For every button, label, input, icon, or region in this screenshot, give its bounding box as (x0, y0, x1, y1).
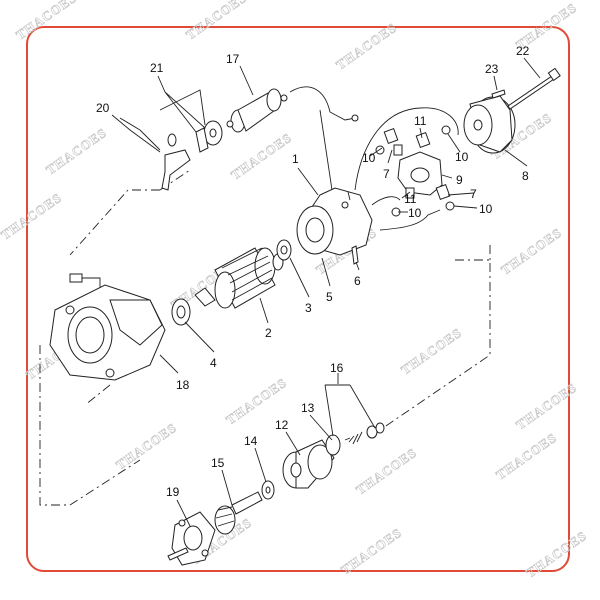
watermark: THACOES (43, 125, 109, 178)
part-label-10: 10 (455, 150, 469, 164)
watermark: THACOES (113, 420, 179, 473)
washer-part (261, 480, 275, 500)
part-label-10: 10 (479, 202, 493, 216)
watermark: THACOES (338, 525, 404, 578)
fork-lever-part (119, 117, 191, 191)
part-label-2: 2 (265, 326, 272, 340)
part-label-10: 10 (408, 206, 422, 220)
part-labels: 1 2 3 4 5 6 7 7 8 9 10 10 10 10 11 11 12… (96, 44, 530, 499)
bearing-part (171, 298, 191, 326)
part-label-5: 5 (326, 290, 333, 304)
armature-part (194, 247, 284, 309)
watermark: THACOES (513, 380, 579, 433)
watermark: THACOES (183, 0, 249, 42)
clutch-part (282, 439, 335, 489)
diagram-frame (26, 26, 570, 572)
part-label-15: 15 (211, 456, 225, 470)
watermark: THACOES (228, 130, 294, 183)
watermark: THACOES (353, 445, 419, 498)
watermark: THACOES (523, 528, 589, 581)
screw-part (491, 89, 506, 99)
watermark: THACOES (493, 430, 559, 483)
part-label-10: 10 (362, 151, 376, 165)
part-label-11: 11 (404, 192, 417, 206)
part-label-8: 8 (522, 169, 529, 183)
part-label-17: 17 (226, 52, 240, 66)
watermark: THACOES (13, 0, 79, 42)
part-label-7: 7 (470, 187, 477, 201)
front-housing-part (49, 273, 166, 381)
part-label-20: 20 (96, 101, 110, 115)
solenoid-part (226, 86, 359, 133)
part-label-11: 11 (414, 114, 427, 128)
part-label-1: 1 (292, 152, 299, 166)
part-label-19: 19 (166, 485, 180, 499)
part-label-22: 22 (516, 44, 530, 58)
part-label-14: 14 (244, 434, 258, 448)
part-label-23: 23 (485, 62, 499, 76)
part-label-18: 18 (176, 378, 190, 392)
watermark: THACOES (498, 225, 564, 278)
through-bolt-part (507, 67, 561, 110)
spring-part (325, 422, 385, 456)
part-label-6: 6 (354, 274, 361, 288)
part-label-16: 16 (330, 361, 344, 375)
end-frame-part (463, 95, 516, 154)
part-label-7: 7 (383, 167, 390, 181)
part-label-9: 9 (456, 173, 463, 187)
washer-set-part (159, 89, 223, 153)
watermark: THACOES (0, 190, 65, 243)
pinion-shaft-part (214, 491, 263, 535)
part-label-13: 13 (301, 401, 315, 415)
bearing-part (276, 239, 292, 261)
leader-lines (111, 57, 541, 527)
part-label-3: 3 (305, 301, 312, 315)
brush-holder-part (354, 107, 459, 231)
watermark: THACOES (398, 325, 464, 378)
yoke-part (296, 109, 373, 256)
part-label-21: 21 (150, 61, 164, 75)
bracket-part (167, 511, 216, 566)
part-label-12: 12 (275, 418, 289, 432)
watermark: THACOES (333, 20, 399, 73)
part-label-4: 4 (210, 356, 217, 370)
screw-part (351, 245, 359, 265)
